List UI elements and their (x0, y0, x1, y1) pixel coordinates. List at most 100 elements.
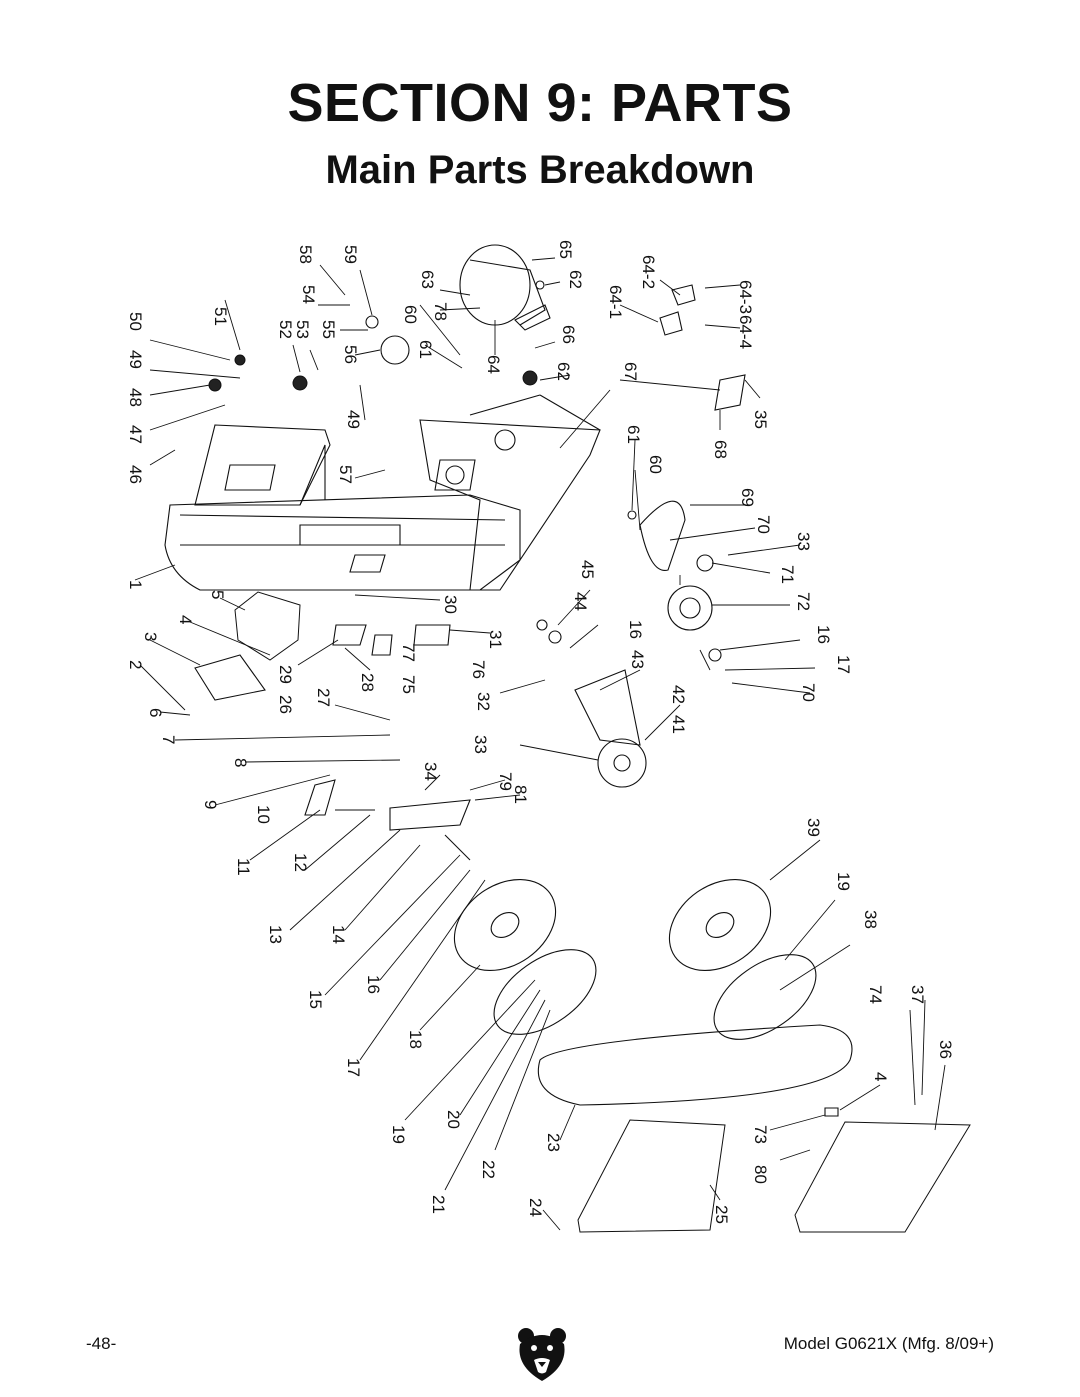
callout: 18 (406, 1030, 425, 1049)
callout: 59 (341, 245, 360, 264)
callout: 63 (418, 270, 437, 289)
callout: 64-4 (736, 315, 755, 349)
callout: 77 (399, 643, 418, 662)
callout: 75 (399, 675, 418, 694)
exploded-view-drawing (164, 244, 971, 1233)
callout: 3 (141, 632, 160, 641)
callout: 17 (834, 655, 853, 674)
callout: 8 (231, 758, 250, 767)
callout: 78 (431, 302, 450, 321)
callout: 62 (566, 270, 585, 289)
callout: 64 (484, 355, 503, 374)
callout: 39 (804, 818, 823, 837)
callout: 22 (479, 1160, 498, 1179)
page-subtitle: Main Parts Breakdown (325, 148, 755, 192)
callout: 30 (441, 595, 460, 614)
callout: 70 (799, 683, 818, 702)
callout: 2 (126, 660, 145, 669)
callout: 71 (778, 565, 797, 584)
callout: 31 (486, 630, 505, 649)
callout: 44 (571, 592, 590, 611)
callout: 1 (126, 580, 145, 589)
callout: 64-1 (606, 285, 625, 319)
callout: 36 (936, 1040, 955, 1059)
callout: 76 (469, 660, 488, 679)
callout: 35 (751, 410, 770, 429)
callout: 26 (276, 695, 295, 714)
callout: 25 (712, 1205, 731, 1224)
callout: 23 (544, 1133, 563, 1152)
callout: 45 (578, 560, 597, 579)
callout: 37 (908, 985, 927, 1004)
callout: 42 (669, 685, 688, 704)
section-title: SECTION 9: PARTS (287, 73, 793, 133)
callout: 7 (159, 735, 178, 744)
callout: 53 (293, 320, 312, 339)
callout: 11 (234, 858, 253, 876)
callout: 29 (276, 665, 295, 684)
callout: 12 (291, 853, 310, 872)
callout: 16 (364, 975, 383, 994)
callout: 57 (336, 465, 355, 484)
callout: 16 (814, 625, 833, 644)
callout: 46 (126, 465, 145, 484)
callout: 58 (296, 245, 315, 264)
callout: 33 (794, 532, 813, 551)
callout: 47 (126, 425, 145, 444)
callout: 61 (624, 425, 643, 444)
callout: 19 (389, 1125, 408, 1144)
callout: 5 (208, 590, 227, 599)
callout: 19 (834, 872, 853, 891)
callout: 14 (329, 925, 348, 944)
callout: 20 (444, 1110, 463, 1129)
callout: 16 (626, 620, 645, 639)
callout: 10 (254, 805, 273, 824)
callout: 13 (266, 925, 285, 944)
callout: 62 (554, 362, 573, 381)
callout: 49 (126, 350, 145, 369)
callout: 65 (556, 240, 575, 259)
callout: 17 (344, 1058, 363, 1077)
callout: 4 (871, 1072, 890, 1081)
callout: 60 (646, 455, 665, 474)
callout: 32 (474, 692, 493, 711)
callout: 50 (126, 312, 145, 331)
callout: 27 (314, 688, 333, 707)
callout: 60 (401, 305, 420, 324)
callout: 56 (341, 345, 360, 364)
callout: 38 (861, 910, 880, 929)
callout: 51 (211, 307, 230, 326)
callout-labels: 1 2 3 4 5 6 7 8 9 10 11 12 13 14 15 16 1… (126, 240, 955, 1224)
callout: 9 (201, 800, 220, 809)
callout: 55 (319, 320, 338, 339)
callout: 80 (751, 1165, 770, 1184)
callout: 67 (621, 362, 640, 381)
leader-lines (134, 257, 946, 1231)
callout: 69 (738, 488, 757, 507)
callout: 28 (358, 673, 377, 692)
callout: 21 (429, 1195, 448, 1214)
callout: 49 (344, 410, 363, 429)
callout: 6 (146, 708, 165, 717)
callout: 52 (276, 320, 295, 339)
callout: 68 (711, 440, 730, 459)
callout: 33 (471, 735, 490, 754)
callout: 41 (669, 715, 688, 734)
model-footer: Model G0621X (Mfg. 8/09+) (783, 1334, 994, 1353)
callout: 24 (526, 1198, 545, 1217)
callout: 43 (628, 650, 647, 669)
callout: 34 (421, 762, 440, 781)
callout: 66 (559, 325, 578, 344)
callout: 64-3 (736, 280, 755, 314)
callout: 4 (176, 615, 195, 624)
callout: 48 (126, 388, 145, 407)
callout: 70 (754, 515, 773, 534)
page-number: -48- (86, 1334, 117, 1353)
callout: 61 (416, 340, 435, 359)
callout: 72 (794, 592, 813, 611)
callout: 15 (306, 990, 325, 1009)
callout: 73 (751, 1125, 770, 1144)
callout: 54 (299, 285, 318, 304)
callout: 74 (866, 985, 885, 1004)
